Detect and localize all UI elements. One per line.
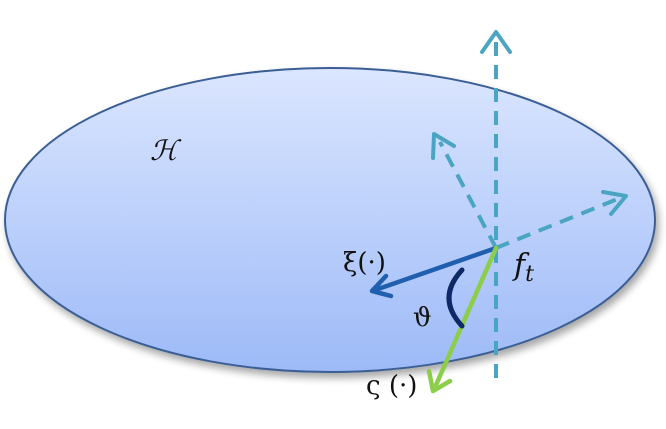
dashed-vertical-arrow [480, 30, 512, 378]
xi-arrow [369, 245, 499, 299]
space-label: ℋ [150, 134, 182, 167]
xi-label: ξ(·) [343, 248, 386, 278]
hilbert-space-ellipse [4, 67, 656, 373]
zeta-label: ς (·) [366, 371, 417, 401]
zeta-arrow [426, 245, 499, 394]
dashed-upleft-arrow [431, 132, 498, 249]
point-label-subscript: t [525, 262, 534, 287]
angle-label: ϑ [413, 303, 432, 333]
angle-arc [446, 267, 465, 329]
dashed-right-arrow [495, 190, 628, 250]
